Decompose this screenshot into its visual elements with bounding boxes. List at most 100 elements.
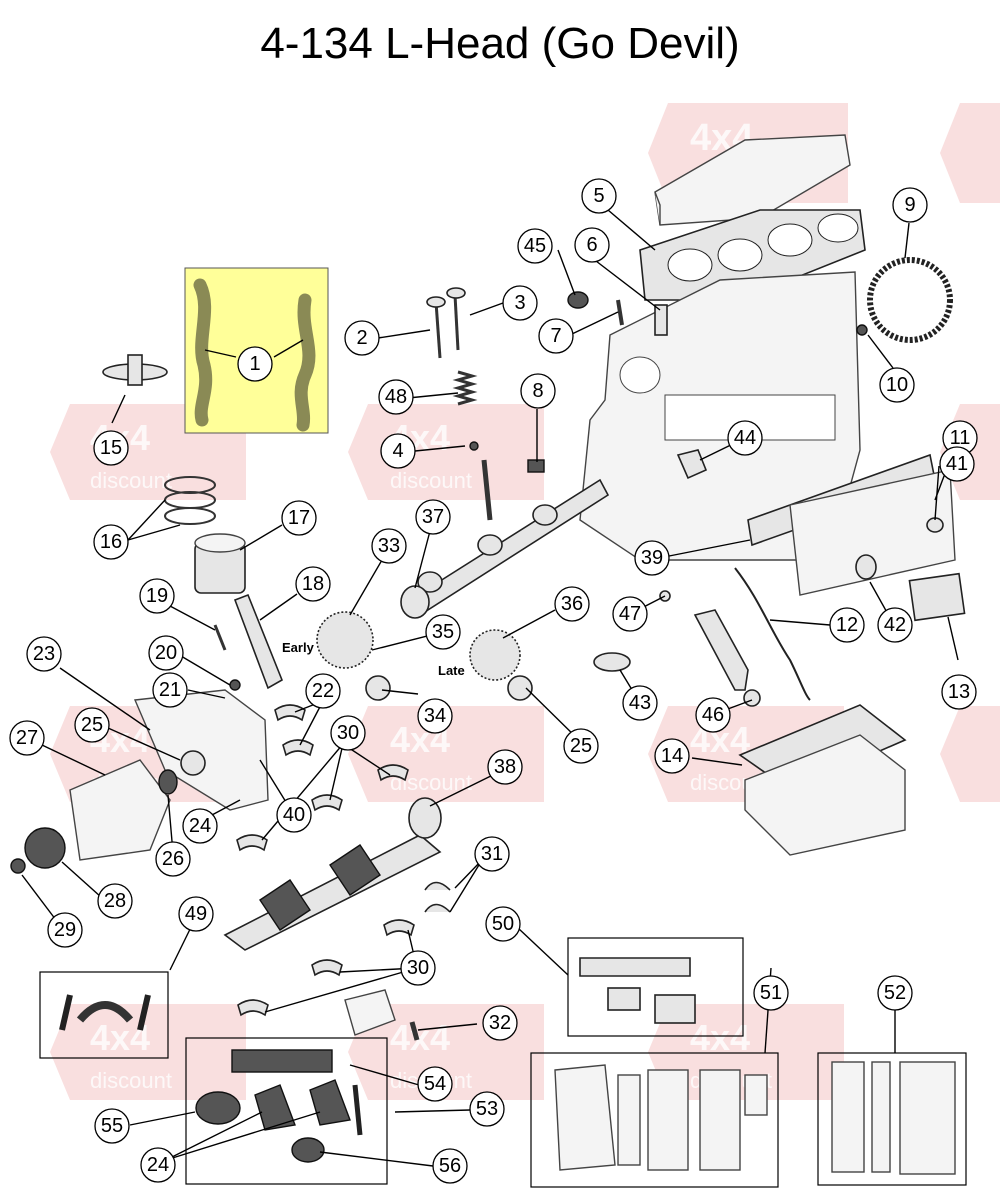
oil-pan: [738, 704, 907, 856]
watermark: 4x4 discount: [348, 404, 544, 500]
cam-bearing: [400, 585, 430, 619]
callout-8: 8: [520, 373, 556, 409]
callout-44: 44: [727, 420, 763, 456]
callout-15: 15: [93, 430, 129, 466]
svg-text:25: 25: [81, 714, 103, 736]
svg-text:28: 28: [104, 890, 126, 912]
water-outlet: [676, 449, 708, 480]
valve-keepers: [469, 441, 479, 451]
svg-text:56: 56: [439, 1155, 461, 1177]
callout-26: 26: [155, 841, 191, 877]
callout-11: 11: [942, 420, 978, 456]
intake-exhaust-valves: [426, 287, 466, 359]
svg-text:38: 38: [494, 756, 516, 778]
svg-text:discount: discount: [390, 468, 472, 493]
svg-text:4x4: 4x4: [690, 1017, 750, 1058]
callout-39: 39: [634, 540, 670, 576]
timing-sprocket: [316, 611, 374, 669]
callout-5: 5: [581, 178, 617, 214]
callout-56: 56: [432, 1148, 468, 1184]
main-bearing: [377, 764, 409, 782]
svg-text:52: 52: [884, 982, 906, 1004]
svg-text:27: 27: [16, 727, 38, 749]
camshaft: [408, 478, 610, 617]
main-bearing: [311, 794, 343, 812]
callout-27: 27: [9, 720, 45, 756]
engine-block: [579, 271, 861, 561]
callout-40: 40: [276, 797, 312, 833]
svg-text:33: 33: [378, 535, 400, 557]
svg-text:18: 18: [302, 573, 324, 595]
full-gasket-set: [554, 1064, 768, 1171]
callout-30b: 30: [400, 950, 436, 986]
svg-text:40: 40: [283, 804, 305, 826]
watermark: [940, 103, 1000, 203]
svg-text:1: 1: [249, 353, 260, 375]
rear-main-seal: [409, 1021, 420, 1041]
callout-14: 14: [654, 738, 690, 774]
svg-text:36: 36: [561, 593, 583, 615]
callout-35: 35: [425, 614, 461, 650]
callout-3: 3: [502, 285, 538, 321]
svg-text:26: 26: [162, 848, 184, 870]
camshaft-gear: [180, 750, 206, 776]
svg-text:16: 16: [100, 531, 122, 553]
kit-box-rear-seal: [39, 971, 169, 1059]
svg-text:5: 5: [593, 185, 604, 207]
svg-text:49: 49: [185, 903, 207, 925]
oil-pump-gear: [743, 689, 761, 707]
callout-24a: 24: [182, 808, 218, 844]
svg-text:55: 55: [101, 1115, 123, 1137]
drain-cock: [527, 459, 545, 473]
fan-pulley-hub: [102, 354, 168, 386]
svg-text:29: 29: [54, 919, 76, 941]
timing-gear: [469, 629, 521, 681]
main-bearing: [236, 834, 268, 852]
side-cover-seal: [855, 554, 877, 580]
svg-text:30: 30: [407, 957, 429, 979]
callout-32: 32: [482, 1005, 518, 1041]
main-bearing: [237, 999, 269, 1017]
callout-46: 46: [695, 697, 731, 733]
valve-cover: [654, 134, 851, 226]
svg-text:discount: discount: [90, 1068, 172, 1093]
callout-54: 54: [417, 1066, 453, 1102]
svg-text:37: 37: [422, 506, 444, 528]
callout-38: 38: [487, 749, 523, 785]
svg-text:6: 6: [586, 234, 597, 256]
callout-24b: 24: [140, 1147, 176, 1183]
svg-text:35: 35: [432, 621, 454, 643]
rod-bearing-lower: [282, 739, 314, 757]
svg-text:34: 34: [424, 705, 446, 727]
label-early: Early: [282, 640, 315, 655]
svg-text:23: 23: [33, 643, 55, 665]
crank-gear: [507, 675, 533, 701]
svg-text:50: 50: [492, 913, 514, 935]
svg-text:discount: discount: [90, 468, 172, 493]
callout-49: 49: [178, 896, 214, 932]
crank-sprocket: [365, 675, 391, 701]
callout-33: 33: [371, 528, 407, 564]
svg-text:13: 13: [948, 681, 970, 703]
page-title: 4-134 L-Head (Go Devil): [260, 19, 739, 68]
rear-seal-kit: [59, 994, 151, 1031]
svg-text:14: 14: [661, 745, 683, 767]
crank-pulley: [24, 827, 66, 869]
watermark: [940, 706, 1000, 802]
callout-48: 48: [378, 379, 414, 415]
callout-29: 29: [47, 912, 83, 948]
flywheel-bolt: [856, 324, 868, 336]
svg-text:9: 9: [904, 194, 915, 216]
oil-pump-shaft: [693, 609, 749, 691]
svg-text:4x4: 4x4: [390, 1017, 450, 1058]
svg-text:21: 21: [159, 679, 181, 701]
svg-text:17: 17: [288, 507, 310, 529]
callout-30a: 30: [330, 715, 366, 751]
svg-text:54: 54: [424, 1073, 446, 1095]
svg-text:7: 7: [550, 325, 561, 347]
exhaust-gasket: [908, 572, 966, 622]
svg-text:8: 8: [532, 380, 543, 402]
kit-box-head-gasket-set: [817, 1052, 967, 1186]
callout-25a: 25: [74, 707, 110, 743]
